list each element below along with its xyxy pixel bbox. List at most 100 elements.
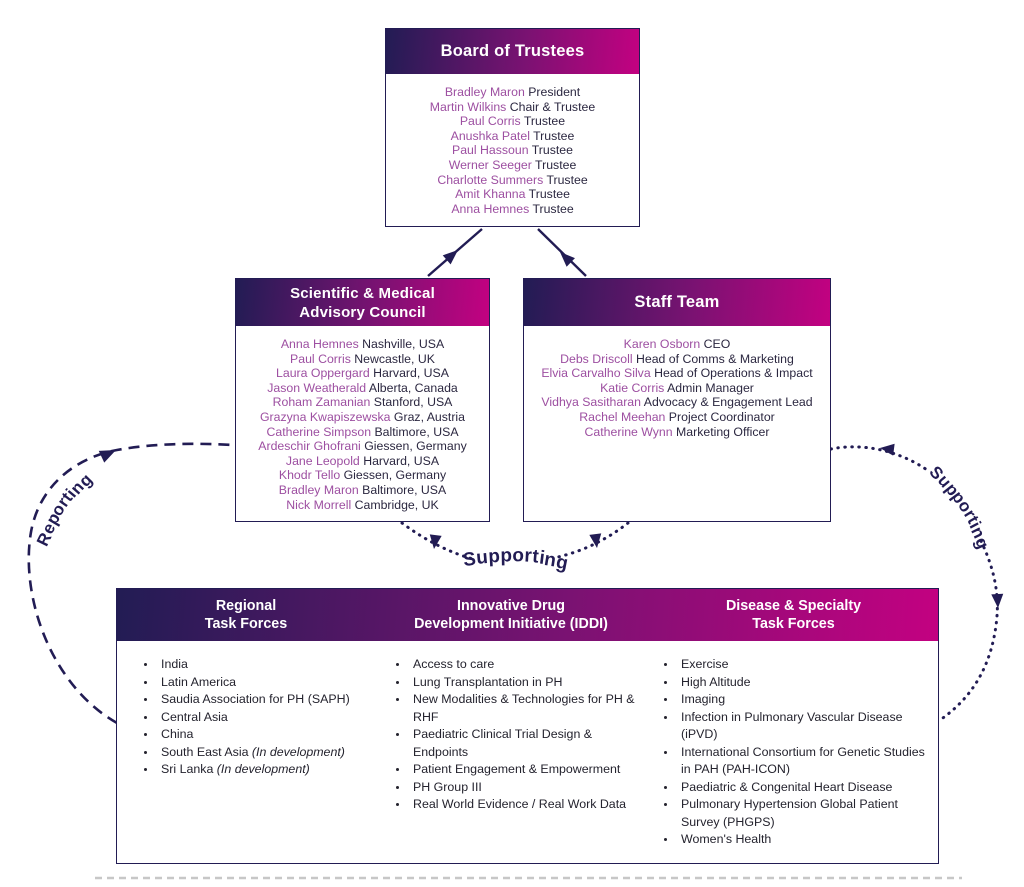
task-force-list: ExerciseHigh AltitudeImagingInfection in… <box>663 656 932 849</box>
board-title: Board of Trustees <box>440 42 585 60</box>
member-role: Chair & Trustee <box>506 99 596 114</box>
member-role: Head of Operations & Impact <box>650 366 813 381</box>
advisory-council-title-line: Scientific & Medical <box>290 284 435 302</box>
member-name: Katie Corris <box>600 380 665 395</box>
member-line: Catherine Wynn Marketing Officer <box>524 425 830 440</box>
member-role: Stanford, USA <box>370 395 453 410</box>
member-name: Catherine Simpson <box>266 424 372 439</box>
member-role: Alberta, Canada <box>366 380 458 395</box>
staff-team-title: Staff Team <box>634 293 720 311</box>
title-line: Disease & Specialty <box>725 597 862 614</box>
member-line: Paul Hassoun Trustee <box>386 143 639 158</box>
member-role: Admin Manager <box>664 380 754 395</box>
member-line: Martin Wilkins Chair & Trustee <box>386 100 639 115</box>
list-item: Women's Health <box>677 831 932 849</box>
member-role: Baltimore, USA <box>358 482 447 497</box>
member-line: Bradley Maron President <box>386 85 639 100</box>
member-line: Charlotte Summers Trustee <box>386 173 639 188</box>
member-name: Rachel Meehan <box>579 409 666 424</box>
member-name: Jason Weatherald <box>267 380 367 395</box>
member-line: Elvia Carvalho Silva Head of Operations … <box>524 366 830 381</box>
member-line: Anna Hemnes Nashville, USA <box>236 337 489 352</box>
member-name: Amit Khanna <box>455 187 526 202</box>
member-role: Harvard, USA <box>359 453 440 468</box>
list-item: New Modalities & Technologies for PH & R… <box>409 691 647 726</box>
member-name: Paul Corris <box>290 351 351 366</box>
list-item: Access to care <box>409 656 647 674</box>
member-name: Elvia Carvalho Silva <box>541 366 651 381</box>
list-item: Patient Engagement & Empowerment <box>409 761 647 779</box>
member-role: Trustee <box>529 128 575 143</box>
title-line: Innovative Drug <box>456 597 566 614</box>
member-name: Bradley Maron <box>278 482 359 497</box>
member-role: CEO <box>700 337 731 351</box>
list-item: India <box>157 656 375 674</box>
supporting-arc-lower <box>938 539 999 722</box>
member-line: Laura Oppergard Harvard, USA <box>236 366 489 381</box>
list-item: Real World Evidence / Real Work Data <box>409 796 647 814</box>
member-line: Bradley Maron Baltimore, USA <box>236 483 489 498</box>
member-role: Head of Comms & Marketing <box>632 351 794 366</box>
title-line: Regional <box>215 597 277 614</box>
supporting-arc-down-arrowhead <box>991 593 1004 608</box>
member-name: Paul Corris <box>459 114 521 129</box>
member-name: Paul Hassoun <box>452 143 529 158</box>
task-force-list: Access to careLung Transplantation in PH… <box>395 656 647 814</box>
member-line: Ardeschir Ghofrani Giessen, Germany <box>236 439 489 454</box>
member-name: Catherine Wynn <box>584 424 673 439</box>
member-name: Anna Hemnes <box>280 337 359 351</box>
supporting-right-label: Supporting <box>925 461 996 552</box>
member-name: Martin Wilkins <box>429 99 507 114</box>
task-force-list: IndiaLatin AmericaSaudia Association for… <box>143 656 375 779</box>
advisory-council-title-line: Advisory Council <box>299 303 426 321</box>
supporting-arc-staff-arrowhead <box>880 443 895 456</box>
member-role: Nashville, USA <box>358 337 445 351</box>
reporting-label: Reporting <box>30 468 96 550</box>
member-name: Bradley Maron <box>444 85 525 99</box>
member-name: Jane Leopold <box>285 453 360 468</box>
list-item: Exercise <box>677 656 932 674</box>
member-name: Karen Osborn <box>623 337 701 351</box>
member-role: Giessen, Germany <box>360 439 467 454</box>
member-role: Marketing Officer <box>672 424 770 439</box>
supporting-arc-upper <box>829 445 932 474</box>
member-line: Jason Weatherald Alberta, Canada <box>236 381 489 396</box>
member-name: Roham Zamanian <box>272 395 371 410</box>
member-role: Trustee <box>531 157 577 172</box>
list-item: Paediatric Clinical Trial Design & Endpo… <box>409 726 647 761</box>
title-line: Task Forces <box>752 616 835 632</box>
member-name: Vidhya Sasitharan <box>541 395 641 410</box>
member-name: Grazyna Kwapiszewska <box>259 409 391 424</box>
list-item: Saudia Association for PH (SAPH) <box>157 691 375 709</box>
list-item: PH Group III <box>409 779 647 797</box>
member-role: Harvard, USA <box>369 366 449 381</box>
member-name: Nick Morrell <box>286 497 352 512</box>
member-line: Amit Khanna Trustee <box>386 187 639 202</box>
member-name: Charlotte Summers <box>437 172 544 187</box>
list-item: Lung Transplantation in PH <box>409 674 647 692</box>
member-role: Newcastle, UK <box>350 351 435 366</box>
list-item: High Altitude <box>677 674 932 692</box>
member-line: Nick Morrell Cambridge, UK <box>236 498 489 513</box>
member-line: Werner Seeger Trustee <box>386 158 639 173</box>
label-letter: o <box>512 545 525 567</box>
list-item: International Consortium for Genetic Stu… <box>677 744 932 779</box>
member-role: President <box>524 85 581 99</box>
task-forces-lists: IndiaLatin AmericaSaudia Association for… <box>117 641 938 849</box>
list-item: Central Asia <box>157 709 375 727</box>
staff-to-board-arrowhead <box>560 252 575 267</box>
member-name: Debs Driscoll <box>560 351 633 366</box>
in-development-note: (In development) <box>216 762 310 776</box>
member-line: Karen Osborn CEO <box>524 337 830 352</box>
member-name: Anushka Patel <box>450 128 530 143</box>
member-name: Werner Seeger <box>448 157 532 172</box>
member-role: Baltimore, USA <box>371 424 459 439</box>
member-line: Rachel Meehan Project Coordinator <box>524 410 830 425</box>
